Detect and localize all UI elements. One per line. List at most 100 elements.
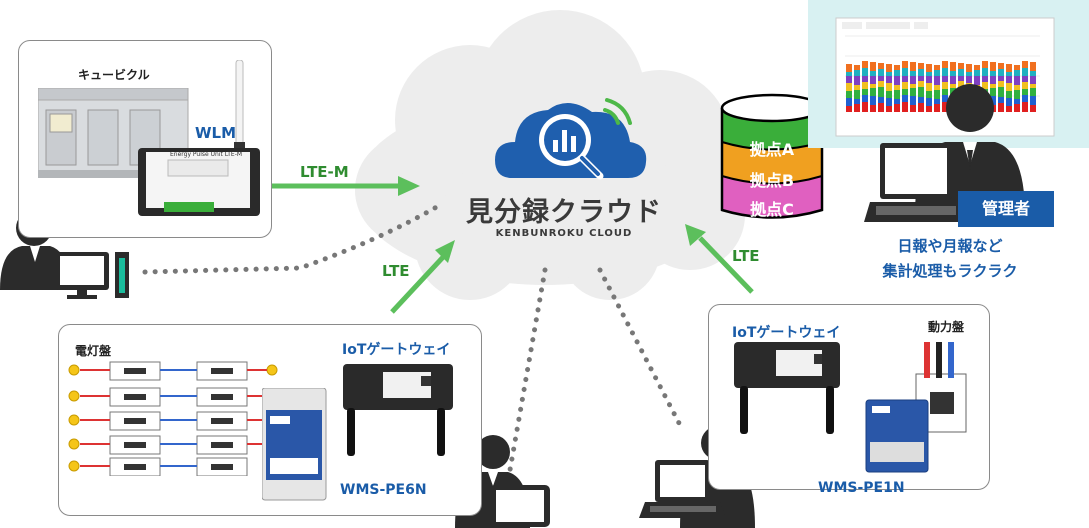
dashboard-bar-segment <box>918 76 924 81</box>
dashboard-bar-segment <box>958 69 964 76</box>
dashboard-bar-segment <box>1022 89 1028 95</box>
power-panel-illustration <box>865 342 967 473</box>
dashboard-bar-segment <box>926 83 932 91</box>
db-layer-b: 拠点B <box>749 171 795 190</box>
dashboard-bar-segment <box>862 102 868 112</box>
manager-caption-line1: 日報や月報など <box>897 237 1003 255</box>
dashboard-bar-segment <box>910 96 916 105</box>
desktop-monitor-icon <box>55 252 129 299</box>
dashboard-bar-segment <box>886 106 892 112</box>
manager-role-badge: 管理者 <box>958 191 1054 227</box>
wms-pe1n-label: WMS-PE1N <box>818 480 905 496</box>
dashboard-bar-segment <box>918 63 924 69</box>
dashboard-bar-segment <box>910 88 916 96</box>
wlm-screen-text: Energy Pulse Unit LTE-M <box>170 151 243 158</box>
manager-laptop-icon <box>864 143 968 222</box>
dashboard-bar-segment <box>894 70 900 76</box>
wms-pe6n-device-illustration <box>262 388 327 501</box>
dashboard-bar-segment <box>854 85 860 90</box>
dashboard-bar-segment <box>926 98 932 106</box>
dashboard-bar-segment <box>942 76 948 82</box>
dashboard-bar-segment <box>870 96 876 105</box>
dashboard-bar-segment <box>974 76 980 85</box>
dashboard-bar-segment <box>910 105 916 112</box>
dashboard-bar-segment <box>902 61 908 68</box>
dashboard-bar-segment <box>862 95 868 102</box>
dashboard-bar-segment <box>886 98 892 106</box>
database-icon <box>720 93 824 219</box>
dashboard-bar-segment <box>902 95 908 102</box>
dashboard-bar-segment <box>926 72 932 76</box>
cloud-subtitle: KENBUNROKU CLOUD <box>495 228 633 239</box>
dashboard-bar-segment <box>1022 95 1028 102</box>
dashboard-bar-segment <box>958 63 964 69</box>
dashboard-bar-segment <box>902 68 908 76</box>
dashboard-bar-segment <box>1030 105 1036 112</box>
dashboard-bar-segment <box>1022 61 1028 68</box>
dashboard-bar-segment <box>894 85 900 90</box>
dashboard-bar-segment <box>950 84 956 88</box>
dashboard-bar-segment <box>846 83 852 91</box>
arrow-site-b <box>390 240 455 314</box>
dashboard-bar-segment <box>862 89 868 95</box>
dashboard-bar-segment <box>966 72 972 76</box>
dashboard-bar-segment <box>902 89 908 95</box>
dashboard-bar-segment <box>870 105 876 112</box>
dashboard-bar-segment <box>1006 64 1012 72</box>
dashboard-bar-segment <box>862 68 868 76</box>
dashboard-bar-segment <box>918 87 924 97</box>
dashboard-bar-segment <box>990 96 996 105</box>
site-c-gateway-illustration <box>734 342 840 434</box>
dashboard-bar-segment <box>934 65 940 70</box>
dashboard-bar-segment <box>950 71 956 76</box>
dashboard-bar-segment <box>854 104 860 112</box>
laptop-icon <box>639 460 726 518</box>
dashboard-bar-segment <box>1014 85 1020 90</box>
dashboard-bar-segment <box>934 76 940 85</box>
dashboard-bar-segment <box>982 68 988 76</box>
dashboard-bar-segment <box>990 76 996 84</box>
dashboard-bar-segment <box>926 76 932 83</box>
dashboard-bar-segment <box>886 91 892 98</box>
cloud-title: 見分録クラウド <box>466 197 662 228</box>
dashboard-bar-segment <box>998 103 1004 112</box>
dashboard-bar-segment <box>854 99 860 104</box>
dashboard-bar-segment <box>854 65 860 70</box>
dashboard-bar-segment <box>926 91 932 98</box>
dashboard-bar-segment <box>846 106 852 112</box>
dashboard-bar-segment <box>926 106 932 112</box>
lighting-panel-illustration <box>68 361 278 476</box>
dashboard-bar-segment <box>942 89 948 95</box>
dashboard-bar-segment <box>990 88 996 96</box>
dashboard-bar-segment <box>886 64 892 72</box>
dashboard-bar-segment <box>1022 82 1028 89</box>
dashboard-bar-segment <box>910 76 916 84</box>
dashboard-bar-segment <box>942 82 948 89</box>
site-c-gateway-label: IoTゲートウェイ <box>732 325 841 341</box>
dashboard-bar-segment <box>990 84 996 88</box>
dashboard-bar-segment <box>1022 68 1028 76</box>
dashboard-bar-segment <box>934 85 940 90</box>
dashboard-bar-segment <box>894 104 900 112</box>
dashboard-bar-segment <box>886 76 892 83</box>
dashboard-bar-segment <box>998 97 1004 103</box>
dashboard-bar-segment <box>1014 70 1020 76</box>
dashboard-bar-segment <box>934 90 940 99</box>
dashboard-bar-segment <box>974 70 980 76</box>
arrow-site-a <box>260 176 420 196</box>
dashboard-bar-segment <box>942 68 948 76</box>
dashboard-bar-segment <box>870 84 876 88</box>
dashboard-bar-segment <box>878 63 884 69</box>
dashboard-bar-segment <box>862 82 868 89</box>
site-b-link-label: LTE <box>382 262 410 280</box>
dashboard-bar-segment <box>902 76 908 82</box>
dashboard-bar-segment <box>910 84 916 88</box>
dashboard-bar-segment <box>1030 62 1036 71</box>
dashboard-bar-segment <box>902 102 908 112</box>
dashboard-bar-segment <box>1006 83 1012 91</box>
dashboard-bar-segment <box>854 90 860 99</box>
dashboard-bar-segment <box>870 62 876 71</box>
wlm-label: WLM <box>195 124 237 142</box>
arrow-site-c <box>685 224 754 294</box>
dashboard-bar-segment <box>1014 104 1020 112</box>
